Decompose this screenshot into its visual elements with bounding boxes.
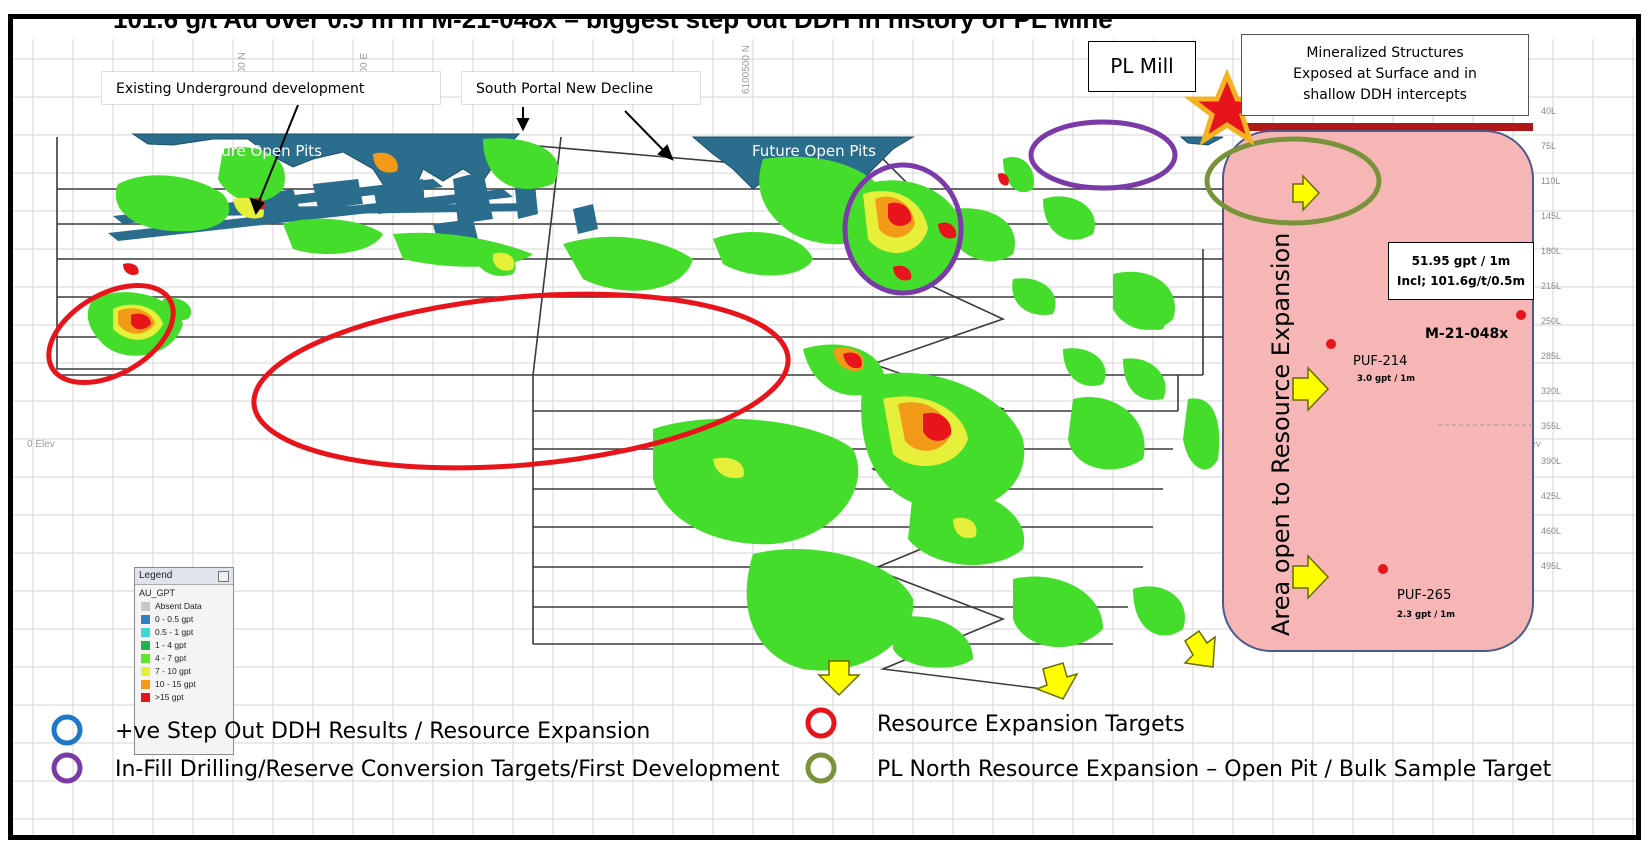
level-label: 110L — [1541, 176, 1560, 186]
level-label: 285L — [1541, 351, 1561, 361]
existing-development-callout: Existing Underground development — [101, 71, 441, 105]
legend-item: >15 gpt — [135, 691, 233, 704]
mineralized-line-1: Mineralized Structures — [1306, 45, 1464, 61]
key-label-step-out: +ve Step Out DDH Results / Resource Expa… — [115, 719, 651, 744]
level-label: 145L — [1541, 211, 1561, 221]
legend-item-label: 4 - 7 gpt — [155, 653, 187, 663]
legend-swatch — [141, 667, 150, 677]
level-label: 425L — [1541, 491, 1561, 501]
legend-item: Absent Data — [135, 600, 233, 613]
key-label-pl-north: PL North Resource Expansion – Open Pit /… — [877, 757, 1552, 782]
future-pits-label-right: Future Open Pits — [752, 142, 876, 160]
drillhole-result-puf265: 2.3 gpt / 1m — [1397, 610, 1455, 620]
legend-swatch — [141, 680, 150, 690]
key-circles — [51, 707, 837, 784]
level-labels: 40L 75L 110L 145L 180L 215L 250L 285L 320L 355L 39… — [1541, 106, 1561, 571]
drillhole-label-puf265: PUF-265 — [1397, 588, 1451, 603]
legend-item-label: 7 - 10 gpt — [155, 666, 191, 676]
grade-legend: Legend AU_GPT Absent Data 0 - 0.5 gpt 0.5 … — [134, 567, 234, 755]
south-portal-label: South Portal New Decline — [476, 81, 654, 97]
legend-item: 1 - 4 gpt — [135, 639, 233, 652]
level-label: 390L — [1541, 456, 1561, 466]
drillhole-points — [1326, 310, 1526, 574]
pointer-arrows — [249, 104, 674, 216]
drillhole-label-puf214: PUF-214 — [1353, 354, 1407, 369]
legend-swatch — [141, 628, 150, 638]
level-label: 460L — [1541, 526, 1561, 536]
level-label: 180L — [1541, 246, 1561, 256]
legend-swatch — [141, 693, 150, 703]
mineralized-line-3: shallow DDH intercepts — [1303, 87, 1467, 103]
legend-swatch — [141, 641, 150, 651]
arrow-down-icon — [817, 660, 861, 697]
yellow-arrows — [817, 174, 1330, 700]
legend-item-label: 1 - 4 gpt — [155, 640, 187, 650]
northing-label-2: 6100500 N — [741, 45, 752, 94]
long-section-diagram: 600 N 600 E 6100500 N 0 Elev 0 Elev 40L7… — [13, 39, 1636, 835]
area-open-label: Area open to Resource Expansion — [1267, 233, 1295, 636]
arrow-down-icon — [1183, 629, 1216, 668]
drillhole-point-puf265 — [1378, 564, 1388, 574]
legend-item: 7 - 10 gpt — [135, 665, 233, 678]
pl-mill-callout: PL Mill — [1088, 41, 1196, 92]
infill-target-ellipse-top — [1028, 119, 1178, 191]
legend-item-label: 0.5 - 1 gpt — [155, 627, 194, 637]
legend-item: 4 - 7 gpt — [135, 652, 233, 665]
legend-item: 0 - 0.5 gpt — [135, 613, 233, 626]
future-pits-label-left: Future Open Pits — [198, 142, 322, 160]
pl-mill-label: PL Mill — [1110, 54, 1174, 78]
legend-title: Legend — [139, 570, 173, 581]
legend-item: 10 - 15 gpt — [135, 678, 233, 691]
surface-bar — [1245, 123, 1533, 131]
drillhole-point-puf214 — [1326, 339, 1336, 349]
arrow-right-icon — [1292, 366, 1330, 412]
close-icon[interactable] — [218, 571, 229, 582]
arrow-right-icon — [1292, 174, 1321, 212]
legend-item-label: 0 - 0.5 gpt — [155, 614, 194, 624]
infill-target-ellipse — [842, 162, 964, 296]
south-portal-callout: South Portal New Decline — [461, 71, 701, 105]
mineralized-line-2: Exposed at Surface and in — [1293, 66, 1477, 82]
target-ellipses — [46, 119, 1382, 471]
pl-north-target-ellipse — [1204, 136, 1382, 226]
intercept-line-2: Incl; 101.6g/t/0.5m — [1396, 274, 1526, 288]
key-label-infill: In-Fill Drilling/Reserve Conversion Targ… — [115, 757, 780, 782]
drillhole-label-m21048x: M-21-048x — [1425, 326, 1508, 342]
legend-item-label: >15 gpt — [155, 692, 184, 702]
northing-label-1: 600 N — [237, 52, 248, 79]
level-label: 320L — [1541, 386, 1561, 396]
mineralized-structures-callout: Mineralized Structures Exposed at Surfac… — [1241, 34, 1529, 116]
level-label: 215L — [1541, 281, 1561, 291]
resource-target-ellipse-left — [46, 282, 176, 386]
legend-item-label: Absent Data — [155, 601, 202, 611]
legend-swatch — [141, 615, 150, 625]
legend-swatch — [141, 654, 150, 664]
arrow-right-icon — [1292, 554, 1330, 600]
existing-development-label: Existing Underground development — [116, 81, 365, 97]
legend-field: AU_GPT — [139, 588, 176, 598]
level-label: 355L — [1541, 421, 1561, 431]
level-label: 75L — [1541, 141, 1556, 151]
drillhole-result-puf214: 3.0 gpt / 1m — [1357, 374, 1415, 384]
level-label: 40L — [1541, 106, 1556, 116]
page-title: 101.6 g/t Au over 0.5 m in M-21-048x – b… — [113, 14, 1113, 34]
elev-label-left: 0 Elev — [27, 439, 55, 450]
intercept-callout: 51.95 gpt / 1m Incl; 101.6g/t/0.5m — [1388, 242, 1534, 300]
legend-item: 0.5 - 1 gpt — [135, 626, 233, 639]
key-label-resource-targets: Resource Expansion Targets — [877, 712, 1185, 737]
figure-frame: 101.6 g/t Au over 0.5 m in M-21-048x – b… — [8, 14, 1641, 840]
resource-target-ellipse-center — [251, 291, 791, 471]
ore-bodies — [87, 138, 1220, 671]
level-label: 495L — [1541, 561, 1561, 571]
easting-label-1: 600 E — [359, 53, 370, 79]
intercept-line-1: 51.95 gpt / 1m — [1411, 254, 1511, 268]
legend-swatch — [141, 602, 150, 612]
drillhole-point-m21048x — [1516, 310, 1526, 320]
legend-item-label: 10 - 15 gpt — [155, 679, 196, 689]
arrow-down-icon — [1034, 662, 1079, 700]
legend-header: Legend — [135, 568, 233, 585]
level-label: 250L — [1541, 316, 1561, 326]
